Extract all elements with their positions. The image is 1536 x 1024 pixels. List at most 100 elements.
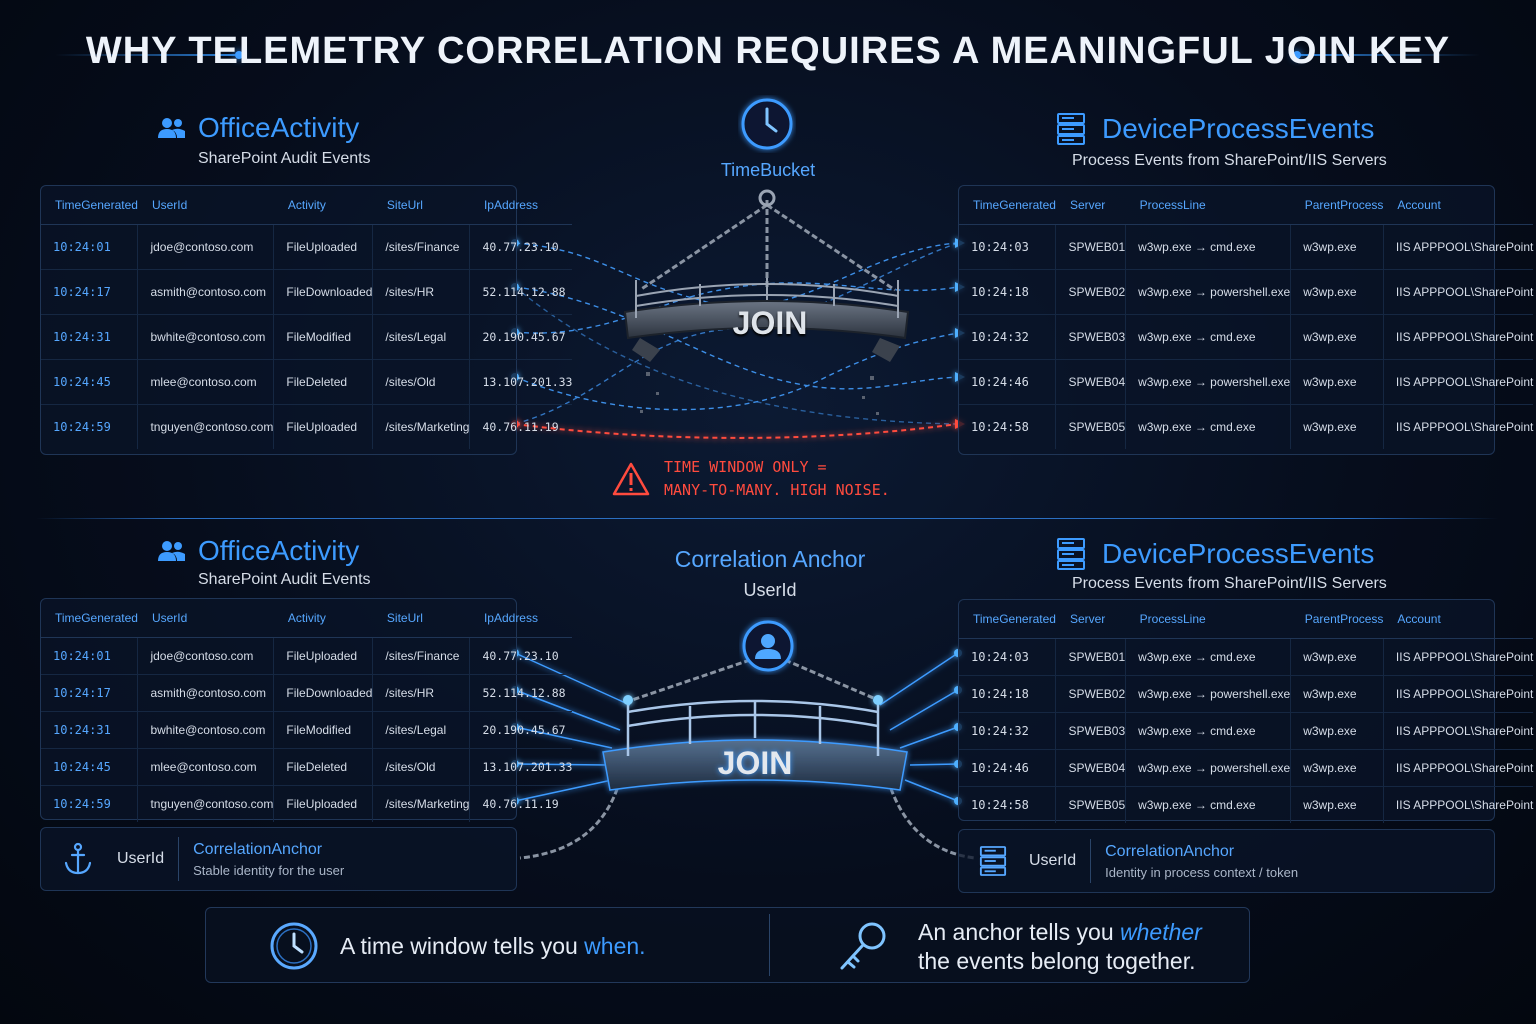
table-cell: IIS APPPOOL\SharePoint bbox=[1383, 269, 1534, 315]
table-cell: SPWEB04 bbox=[1055, 749, 1127, 787]
title-rule-right bbox=[1300, 54, 1480, 56]
table-cell: 10:24:18 bbox=[959, 269, 1057, 315]
column-header: UserId bbox=[137, 186, 274, 225]
left-anchor-separator bbox=[178, 837, 180, 881]
table-cell: /sites/Legal bbox=[372, 314, 471, 360]
users-icon bbox=[158, 541, 185, 561]
office-table-name: OfficeActivity bbox=[198, 112, 360, 143]
table-cell: /sites/Finance bbox=[372, 224, 471, 270]
column-header: Account bbox=[1383, 186, 1534, 225]
column-header: ProcessLine bbox=[1125, 186, 1291, 225]
right-anchor-desc: Identity in process context / token bbox=[1105, 864, 1299, 880]
table-cell: w3wp.exe → powershell.exe bbox=[1125, 359, 1292, 405]
table-cell: 52.114.12.88 bbox=[469, 674, 573, 712]
bottom-bridge bbox=[602, 695, 908, 791]
table-cell: SPWEB03 bbox=[1055, 712, 1127, 750]
table-cell: SPWEB05 bbox=[1055, 786, 1127, 823]
device-table-name: DeviceProcessEvents bbox=[1102, 538, 1375, 569]
title-dot-right bbox=[1293, 51, 1301, 59]
table-cell: SPWEB05 bbox=[1055, 404, 1127, 449]
table-cell: w3wp.exe → cmd.exe bbox=[1125, 712, 1292, 750]
table-cell: IIS APPPOOL\SharePoint bbox=[1383, 712, 1534, 750]
column-header: UserId bbox=[137, 599, 274, 638]
table-cell: w3wp.exe bbox=[1290, 786, 1384, 823]
warning-line-2: MANY-TO-MANY. HIGH NOISE. bbox=[664, 481, 890, 499]
table-cell: jdoe@contoso.com bbox=[137, 637, 275, 675]
table-cell: IIS APPPOOL\SharePoint bbox=[1395, 419, 1534, 434]
device-header-bottom: DeviceProcessEvents Process Events from … bbox=[1056, 537, 1387, 593]
table-cell: 10:24:45 bbox=[41, 748, 139, 786]
table-cell: IIS APPPOOL\SharePoint bbox=[1383, 359, 1534, 405]
office-table-subtitle: SharePoint Audit Events bbox=[198, 150, 371, 167]
column-header: TimeGenerated bbox=[41, 599, 138, 638]
table-cell: tnguyen@contoso.com bbox=[137, 404, 275, 449]
office-header-bottom: OfficeActivity SharePoint Audit Events bbox=[158, 535, 371, 589]
link-bottom-r3 bbox=[899, 726, 959, 749]
table-cell: /sites/HR bbox=[372, 269, 471, 315]
warning-callout: TIME WINDOW ONLY = MANY-TO-MANY. HIGH NO… bbox=[612, 456, 890, 502]
table-cell: 13.107.201.33 bbox=[469, 748, 573, 786]
column-header: SiteUrl bbox=[372, 186, 470, 225]
link-bottom-r1 bbox=[879, 652, 959, 706]
table-cell: bwhite@contoso.com bbox=[137, 314, 275, 360]
table-cell: 10:24:46 bbox=[959, 749, 1057, 787]
column-header: TimeGenerated bbox=[959, 186, 1056, 225]
table-cell: w3wp.exe → powershell.exe bbox=[1125, 269, 1292, 315]
clock-icon bbox=[741, 98, 793, 150]
table-cell: 52.114.12.88 bbox=[469, 269, 573, 315]
table-cell: 10:24:32 bbox=[959, 314, 1057, 360]
table-cell: 10:24:58 bbox=[959, 404, 1057, 449]
table-cell: w3wp.exe → cmd.exe bbox=[1125, 786, 1292, 823]
table-cell: w3wp.exe bbox=[1290, 712, 1384, 750]
column-header: Server bbox=[1055, 600, 1126, 639]
table-cell: FileUploaded bbox=[273, 404, 374, 449]
section-divider bbox=[36, 518, 1498, 519]
table-cell: 20.190.45.67 bbox=[469, 711, 573, 749]
column-header: SiteUrl bbox=[372, 599, 470, 638]
column-header: TimeGenerated bbox=[41, 186, 138, 225]
left-anchor-box: UserId CorrelationAnchor Stable identity… bbox=[40, 827, 517, 891]
summary-left-plain: A time window tells you bbox=[340, 933, 585, 959]
table-cell: /sites/Legal bbox=[372, 711, 471, 749]
summary-left-text: A time window tells you when. bbox=[340, 933, 646, 960]
table-cell: w3wp.exe bbox=[1290, 749, 1384, 787]
join-label-top: JOIN bbox=[732, 305, 808, 341]
link-top-3 bbox=[514, 282, 959, 334]
table-cell: FileDeleted bbox=[273, 748, 374, 786]
table-cell: 10:24:31 bbox=[41, 711, 139, 749]
office-table-subtitle: SharePoint Audit Events bbox=[198, 571, 371, 588]
left-anchor-desc: Stable identity for the user bbox=[193, 862, 345, 878]
table-cell: w3wp.exe → cmd.exe bbox=[1125, 314, 1292, 360]
table-cell: mlee@contoso.com bbox=[137, 748, 275, 786]
table-cell: FileModified bbox=[273, 711, 374, 749]
office-header-top: OfficeActivity SharePoint Audit Events bbox=[158, 112, 371, 168]
title-dot-left bbox=[235, 51, 243, 59]
right-anchor-key: UserId bbox=[1029, 852, 1077, 869]
server-icon bbox=[979, 846, 1007, 876]
table-cell: w3wp.exe bbox=[1290, 675, 1384, 713]
page-title: WHY TELEMETRY CORRELATION REQUIRES A MEA… bbox=[85, 30, 1451, 72]
link-top-noise bbox=[514, 423, 959, 439]
table-cell: /sites/Marketing bbox=[372, 785, 471, 822]
column-header: ProcessLine bbox=[1125, 600, 1291, 639]
table-cell: IIS APPPOOL\SharePoint bbox=[1395, 797, 1534, 812]
table-cell: 10:24:03 bbox=[959, 224, 1057, 270]
table-cell: w3wp.exe bbox=[1290, 359, 1384, 405]
table-cell: 40.76.11.19 bbox=[482, 419, 559, 434]
